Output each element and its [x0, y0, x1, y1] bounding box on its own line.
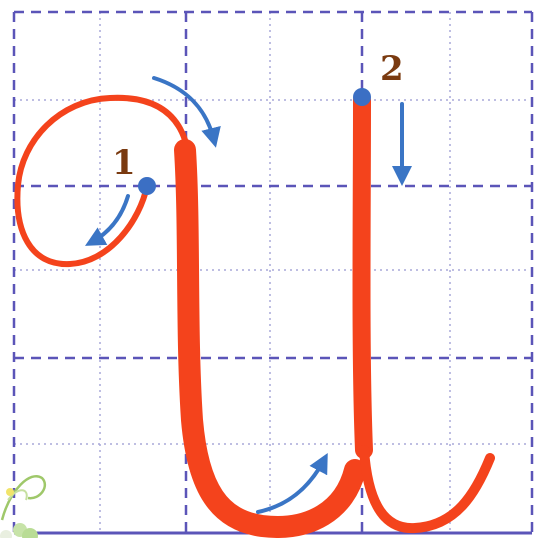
step-label-2: 2: [380, 49, 404, 89]
stroke-1-stem: [185, 150, 355, 527]
stroke-2-stem: [362, 100, 365, 450]
letter-strokes: [17, 98, 490, 528]
stroke-2-tail: [364, 450, 490, 528]
step-label-1: 1: [112, 143, 136, 183]
floral-ornament: [0, 476, 45, 538]
arrow-up-bottom: [258, 460, 324, 512]
grid-minor-lines: [14, 12, 530, 532]
grid-major-lines: [14, 12, 532, 532]
start-dot-step-2: [353, 88, 371, 106]
start-dot-step-1: [138, 177, 156, 195]
writing-grid: [14, 12, 532, 533]
stroke-1-loop: [17, 98, 185, 264]
